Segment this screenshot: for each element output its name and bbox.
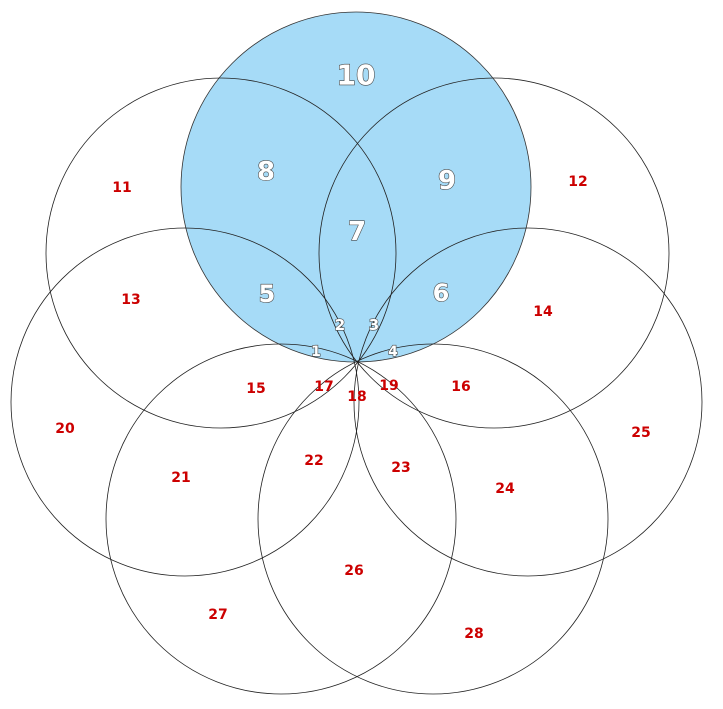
region-label-23: 23: [391, 460, 410, 476]
region-label-15: 15: [246, 381, 265, 397]
region-label-7: 7: [348, 217, 366, 247]
circle-upper-left: [45, 77, 397, 429]
circle-lower-right: [257, 343, 609, 695]
region-label-18: 18: [347, 389, 366, 405]
region-label-12: 12: [568, 174, 587, 190]
region-label-10: 10: [337, 59, 376, 92]
region-label-5: 5: [259, 280, 276, 308]
region-label-2: 2: [335, 316, 345, 334]
region-label-6: 6: [433, 279, 450, 307]
region-label-26: 26: [344, 563, 363, 579]
region-label-17: 17: [314, 379, 333, 395]
region-label-1: 1: [311, 344, 321, 360]
region-label-16: 16: [451, 379, 470, 395]
region-label-21: 21: [171, 470, 190, 486]
circle-middle-left: [10, 227, 360, 577]
region-label-25: 25: [631, 425, 650, 441]
region-label-9: 9: [438, 166, 456, 196]
region-label-4: 4: [388, 344, 398, 360]
region-label-27: 27: [208, 607, 227, 623]
region-label-13: 13: [121, 292, 140, 308]
circle-upper-right: [318, 77, 670, 429]
region-label-8: 8: [257, 157, 275, 187]
region-label-14: 14: [533, 304, 553, 320]
region-label-22: 22: [304, 453, 323, 469]
region-label-19: 19: [379, 378, 398, 394]
region-label-24: 24: [495, 481, 515, 497]
region-label-11: 11: [112, 180, 131, 196]
circle-middle-right: [353, 227, 703, 577]
region-label-28: 28: [464, 626, 483, 642]
circle-lower-left: [105, 343, 457, 695]
region-label-3: 3: [369, 316, 379, 334]
region-label-20: 20: [55, 421, 75, 437]
